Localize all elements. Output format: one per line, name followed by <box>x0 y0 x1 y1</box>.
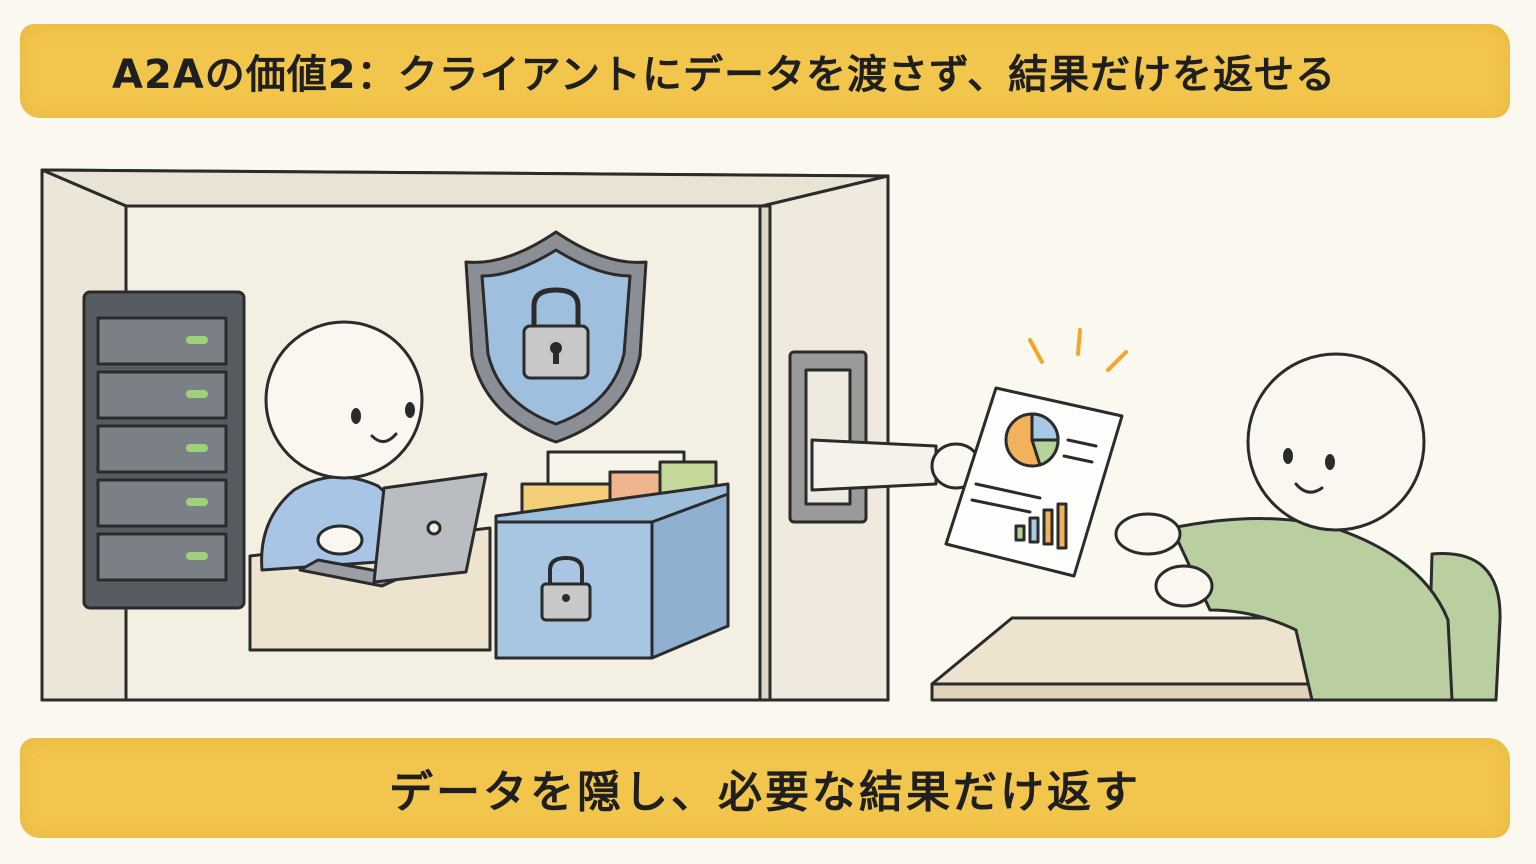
title-banner: A2Aの価値2：クライアントにデータを渡さず、結果だけを返せる <box>20 24 1510 118</box>
client-character <box>1114 352 1454 702</box>
page-title: A2Aの価値2：クライアントにデータを渡さず、結果だけを返せる <box>112 52 1337 98</box>
server-rack-icon <box>82 290 246 610</box>
pass-through-window <box>788 350 868 524</box>
bar-chart-icon <box>1014 502 1068 550</box>
report-document-icon <box>944 328 1128 578</box>
caption-text: データを隠し、必要な結果だけ返す <box>389 767 1141 818</box>
agent-arm <box>810 438 982 492</box>
server-agent-character <box>260 320 424 572</box>
file-box-icon <box>494 450 730 660</box>
shield-lock-icon <box>464 230 648 444</box>
caption-banner: データを隠し、必要な結果だけ返す <box>20 738 1510 838</box>
laptop-icon <box>298 472 488 588</box>
pie-chart-icon <box>1004 412 1060 468</box>
